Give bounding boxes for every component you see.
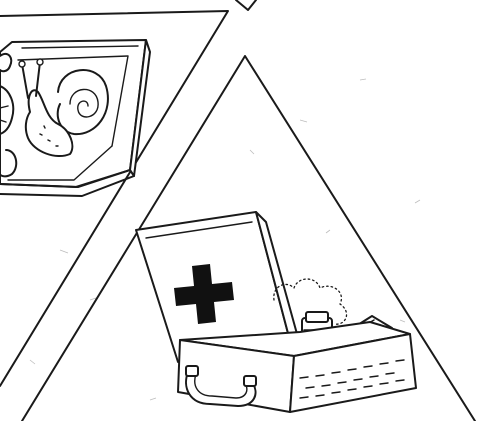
first-aid-kit-icon: [136, 212, 416, 412]
top-frame-corner: [236, 0, 256, 10]
